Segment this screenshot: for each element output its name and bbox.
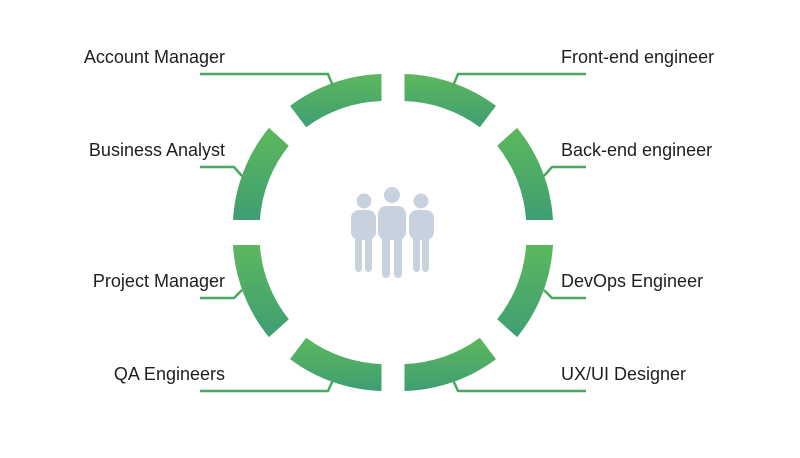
connector-devops-engineer bbox=[543, 289, 586, 300]
segment-front-end-engineer bbox=[404, 74, 496, 128]
connector-project-manager bbox=[200, 289, 243, 300]
connector-business-analyst bbox=[200, 165, 243, 177]
segment-account-manager bbox=[290, 74, 382, 128]
connector-front-end-engineer bbox=[451, 72, 586, 87]
role-label-back-end-engineer: Back-end engineer bbox=[561, 140, 713, 160]
role-label-account-manager: Account Manager bbox=[83, 47, 225, 67]
role-label-devops-engineer: DevOps Engineer bbox=[561, 271, 704, 291]
role-label-front-end-engineer: Front-end engineer bbox=[561, 47, 715, 67]
role-label-ux-ui-designer: UX/UI Designer bbox=[561, 364, 687, 384]
connector-qa-engineers bbox=[200, 379, 335, 393]
ring-segments bbox=[233, 74, 553, 391]
role-label-qa-engineers: QA Engineers bbox=[113, 364, 225, 384]
segment-business-analyst bbox=[233, 127, 289, 220]
segment-qa-engineers bbox=[290, 337, 382, 391]
connector-back-end-engineer bbox=[543, 165, 586, 177]
segment-project-manager bbox=[233, 245, 289, 338]
segment-back-end-engineer bbox=[497, 127, 553, 220]
role-label-project-manager: Project Manager bbox=[92, 271, 225, 291]
connector-account-manager bbox=[200, 72, 335, 87]
connector-ux-ui-designer bbox=[451, 379, 586, 393]
role-label-business-analyst: Business Analyst bbox=[88, 140, 225, 160]
segment-devops-engineer bbox=[497, 245, 553, 338]
connector-lines bbox=[200, 72, 586, 393]
segment-ux-ui-designer bbox=[404, 337, 496, 391]
team-icon bbox=[351, 185, 434, 278]
